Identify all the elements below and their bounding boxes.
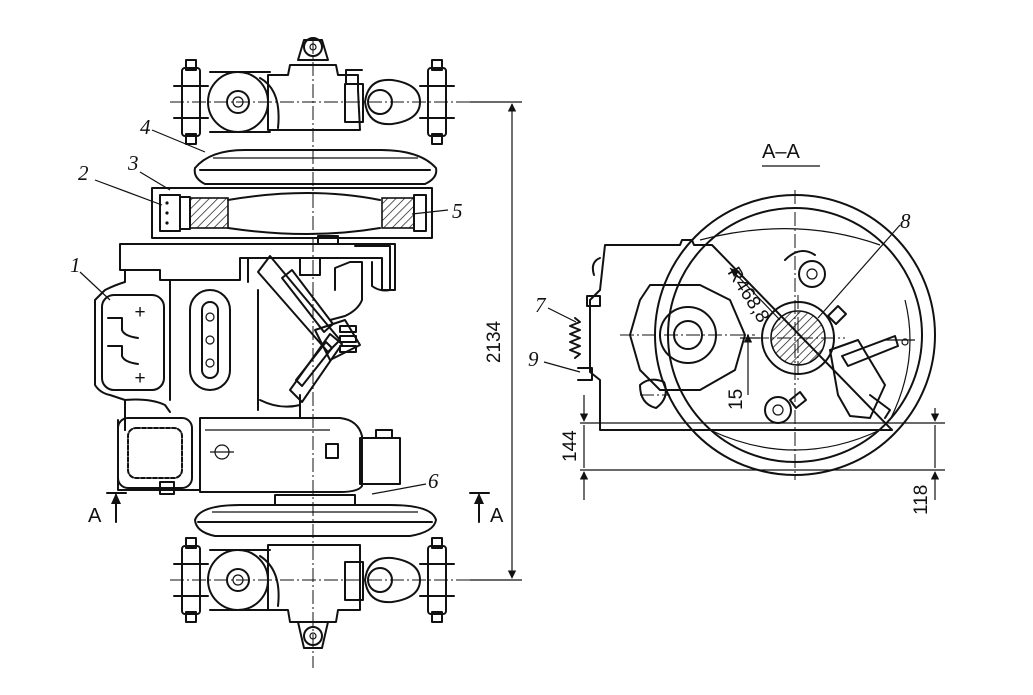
offset-dimension: 15 — [726, 389, 747, 410]
label-6: 6 — [428, 469, 439, 493]
wheelbase-dimension: 2134 — [470, 101, 522, 581]
lower-body — [199, 394, 401, 493]
section-view: A–A — [528, 141, 945, 515]
brake-beam — [151, 187, 433, 239]
bottom-axle-box — [170, 537, 470, 649]
linkage — [257, 235, 391, 403]
height-118: 118 — [911, 485, 932, 515]
label-7: 7 — [535, 293, 547, 317]
section-mark-right: A — [490, 505, 504, 527]
svg-text:+: + — [134, 368, 145, 389]
section-marks: A A — [88, 492, 504, 527]
wheelbase-value: 2134 — [484, 320, 505, 363]
top-wheel — [193, 149, 438, 185]
plan-labels: 4 3 2 5 1 6 — [70, 115, 463, 495]
label-8: 8 — [900, 209, 911, 233]
label-9: 9 — [528, 347, 539, 371]
label-5: 5 — [452, 199, 463, 223]
section-mark-left: A — [88, 505, 102, 527]
label-3: 3 — [127, 151, 139, 175]
bottom-wheel — [194, 494, 437, 537]
label-1: 1 — [70, 253, 81, 277]
bogie-frame: + + — [94, 243, 396, 495]
svg-text:+: + — [134, 302, 145, 323]
label-2: 2 — [78, 161, 89, 185]
height-144: 144 — [560, 430, 581, 462]
top-axle-box — [170, 37, 470, 145]
section-title: A–A — [762, 141, 800, 163]
plan-view: + + — [70, 37, 522, 668]
label-4: 4 — [140, 115, 151, 139]
radius-dimension: R468,8 — [723, 264, 773, 327]
